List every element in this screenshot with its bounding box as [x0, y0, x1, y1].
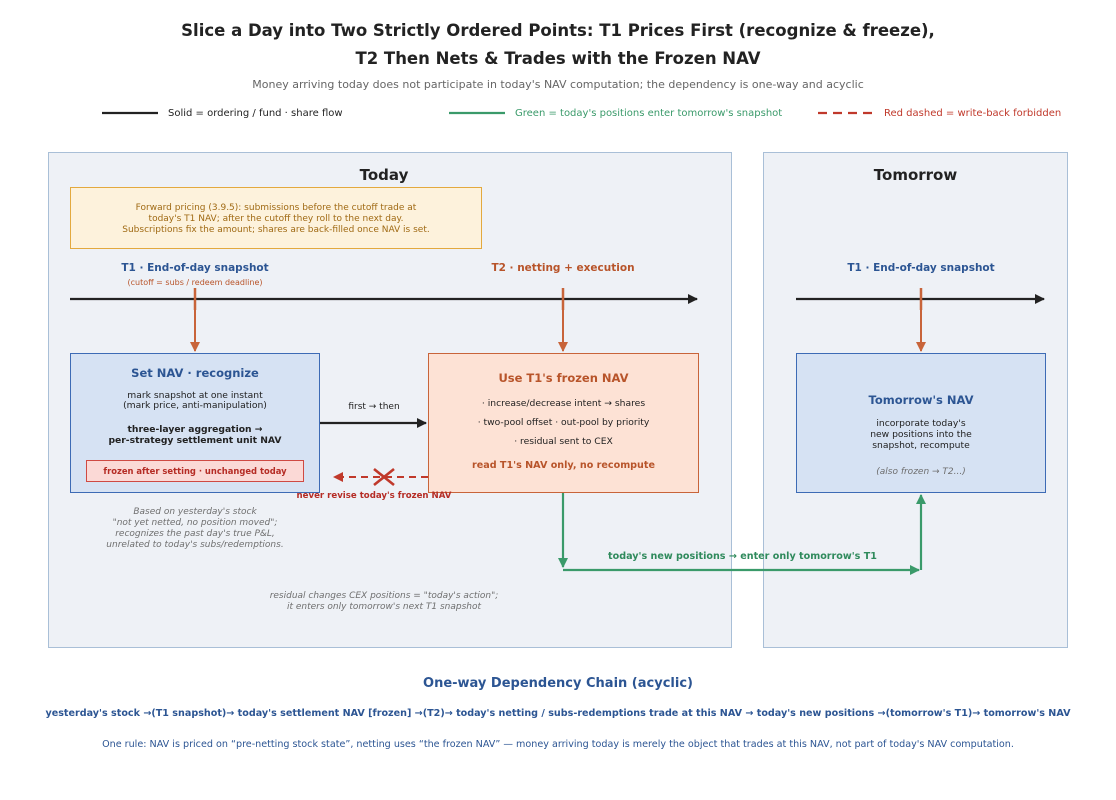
use-nav-footer: read T1's NAV only, no recompute [472, 460, 655, 471]
never-revise-label: never revise today's frozen NAV [296, 491, 452, 501]
today-t2-label: T2 · netting + execution [491, 262, 635, 274]
page-title-line-1: Slice a Day into Two Strictly Ordered Po… [181, 21, 935, 40]
today-t1-label: T1 · End-of-day snapshot [121, 262, 269, 274]
residual-note-line-1: residual changes CEX positions = "today'… [269, 591, 499, 601]
note-line-3: Subscriptions fix the amount; shares are… [122, 225, 430, 235]
legend-red-label: Red dashed = write-back forbidden [884, 108, 1062, 119]
tomorrow-panel-title: Tomorrow [873, 166, 958, 184]
stock-note-line-3: recognizes the past day's true P&L, [115, 529, 275, 539]
stock-note: Based on yesterday's stock "not yet nett… [70, 507, 320, 551]
set-nav-bold-2: per-strategy settlement unit NAV [108, 435, 282, 446]
legend-solid-label: Solid = ordering / fund · share flow [168, 108, 343, 119]
use-nav-item-3: · residual sent to CEX [514, 436, 613, 447]
dependency-chain-text: yesterday's stock →(T1 snapshot)→ today'… [45, 708, 1071, 719]
tomorrow-nav-line-3: snapshot, recompute [872, 440, 970, 451]
use-nav-title: Use T1's frozen NAV [498, 371, 629, 385]
frozen-badge: frozen after setting · unchanged today [86, 460, 304, 482]
forbidden-cross-b [373, 467, 395, 487]
tomorrow-nav-line-2: new positions into the [870, 429, 972, 440]
stock-note-line-1: Based on yesterday's stock [133, 507, 257, 517]
use-nav-item-1: · increase/decrease intent → shares [481, 398, 646, 409]
use-nav-item-2: · two-pool offset · out-pool by priority [477, 417, 650, 428]
tomorrow-nav-line-1: incorporate today's [876, 418, 966, 429]
today-t1-sublabel: (cutoff = subs / redeem deadline) [127, 278, 263, 287]
residual-note-line-2: it enters only tomorrow's next T1 snapsh… [286, 602, 482, 612]
stock-note-line-4: unrelated to today's subs/redemptions. [106, 540, 284, 550]
dependency-chain-title: One-way Dependency Chain (acyclic) [423, 676, 693, 691]
forward-pricing-note: Forward pricing (3.9.5): submissions bef… [70, 187, 482, 249]
legend-green-label: Green = today's positions enter tomorrow… [515, 108, 783, 119]
use-nav-box [428, 353, 699, 493]
note-line-2: today's T1 NAV; after the cutoff they ro… [148, 214, 404, 224]
stock-note-line-2: "not yet netted, no position moved"; [112, 518, 278, 528]
set-nav-line-2: (mark price, anti-manipulation) [123, 400, 267, 411]
set-nav-bold-1: three-layer aggregation → [127, 424, 263, 435]
set-nav-title: Set NAV · recognize [131, 366, 259, 380]
residual-note: residual changes CEX positions = "today'… [234, 591, 534, 613]
tomorrow-nav-box [796, 353, 1046, 493]
tomorrow-nav-note: (also frozen → T2...) [876, 467, 966, 477]
green-flow-label: today's new positions → enter only tomor… [608, 551, 877, 562]
page-subtitle: Money arriving today does not participat… [252, 78, 864, 91]
tomorrow-t1-label: T1 · End-of-day snapshot [847, 262, 995, 274]
note-line-1: Forward pricing (3.9.5): submissions bef… [135, 203, 417, 213]
first-then-label: first → then [348, 402, 400, 412]
one-rule-text: One rule: NAV is priced on “pre-netting … [102, 739, 1014, 750]
page-title-line-2: T2 Then Nets & Trades with the Frozen NA… [355, 49, 761, 68]
tomorrow-nav-title: Tomorrow's NAV [868, 393, 974, 407]
today-panel-title: Today [359, 166, 409, 184]
set-nav-line-1: mark snapshot at one instant [127, 390, 263, 401]
